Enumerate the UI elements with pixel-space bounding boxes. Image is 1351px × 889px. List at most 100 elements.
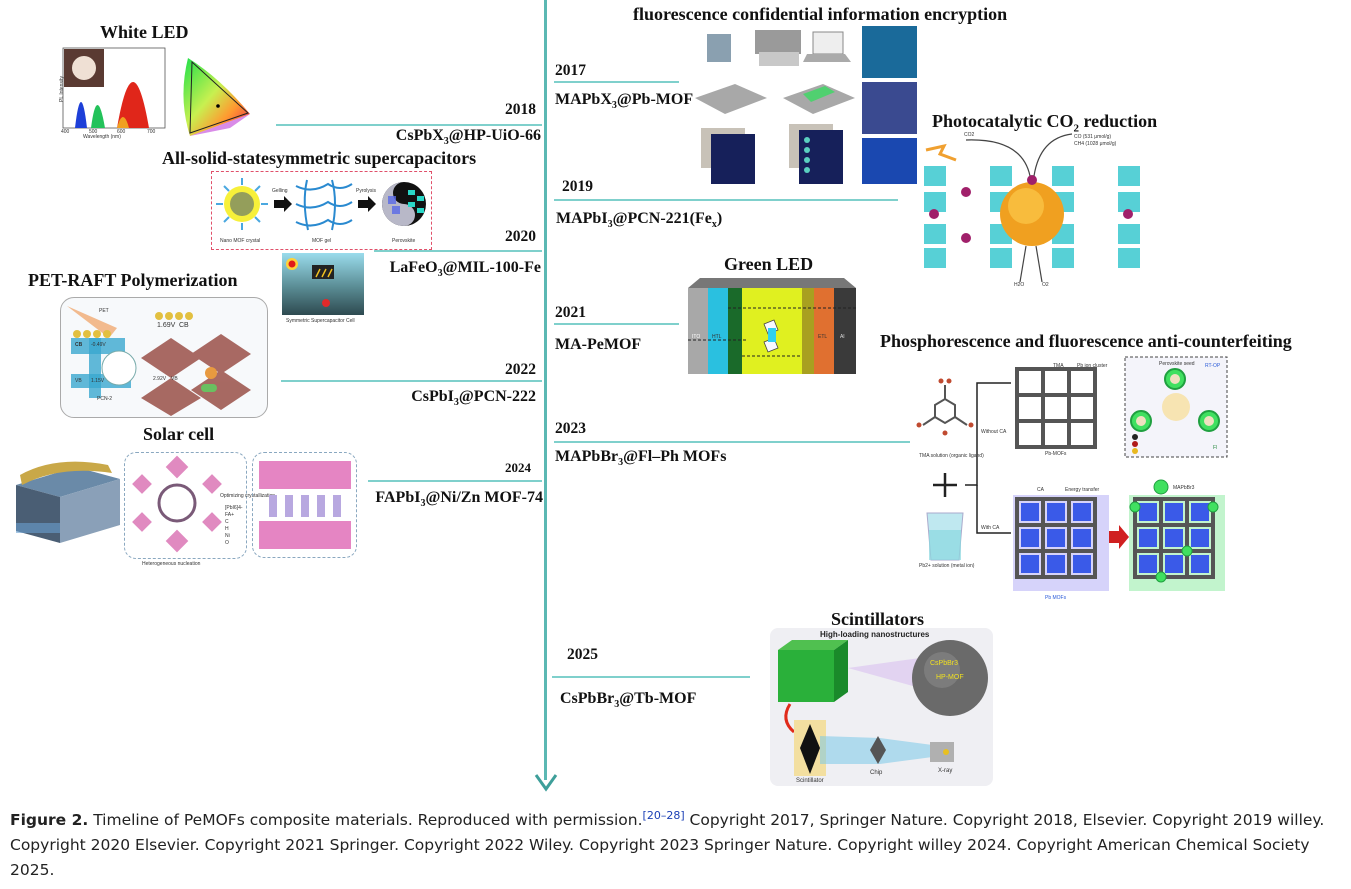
green-led-panel: ITO HTL ETL Al [688, 276, 856, 374]
app-title-supercapacitors: All-solid-statesymmetric supercapacitors [162, 148, 477, 168]
pl-xtick-2: 600 [117, 129, 126, 135]
solar-legend-item: O [225, 540, 229, 546]
supercap-step-pyrolysis: Pyrolysis [356, 188, 377, 194]
ac-label-pb-mofs-ca: Pb MOFs [1045, 595, 1067, 601]
pet-raft-label-292v: 2.92V [153, 376, 167, 382]
solar-label-nucleation: Heterogeneous nucleation [142, 561, 201, 567]
green-led-label-etl: ETL [818, 334, 828, 340]
pet-raft-label-169v: 1.69V [157, 322, 176, 329]
branch-line-2020 [374, 250, 542, 252]
green-led-label-al: Al [840, 334, 845, 340]
citation-link[interactable]: [20–28] [642, 808, 685, 822]
year-2025: 2025 [567, 646, 598, 663]
app-title-scintillators: Scintillators [831, 609, 924, 629]
supercap-cell-photo [282, 253, 364, 315]
branch-line-2022 [281, 380, 542, 382]
branch-line-2018 [276, 124, 542, 126]
ac-label-pb-cluster: Pb ion cluster [1077, 363, 1108, 369]
co2-label-co2: CO2 [964, 132, 975, 138]
supercap-scheme-panel: Nano MOF crystal MOF gel Perovskite Gell… [211, 171, 432, 250]
branch-line-2017 [554, 81, 679, 83]
material-2019: MAPbI3@PCN-221(Fex) [556, 210, 723, 231]
pet-raft-label-vb-right: VB [171, 376, 178, 382]
app-title-co2-reduction: Photocatalytic CO2 reduction [932, 111, 1158, 135]
ac-label-without-ca: Without CA [981, 429, 1007, 435]
co2-label-ch4: CH4 (1028 μmol/g) [1074, 141, 1117, 147]
pet-raft-panel: PET CB -0.49V 1.69V CB VB 1.15V 2.92V VB… [60, 297, 268, 418]
pl-ylabel: PL Intensity [58, 76, 65, 102]
green-led-label-htl: HTL [712, 334, 722, 340]
year-2023: 2023 [555, 420, 586, 437]
pl-xlabel: Wavelength (nm) [83, 134, 121, 140]
white-led-spectrum-panel: PL Intensity Wavelength (nm) 400 500 600… [55, 46, 167, 142]
scint-label-cspbbr3: CsPbBr3 [930, 660, 959, 667]
year-2018: 2018 [505, 101, 536, 118]
supercap-label-perovskite: Perovskite [392, 238, 416, 244]
scint-label-xray: X-ray [938, 768, 953, 774]
ac-label-energy-transfer: Energy transfer [1065, 487, 1100, 493]
ac-label-tma: TMA [1053, 363, 1064, 369]
year-2024: 2024 [505, 460, 531, 475]
year-2022: 2022 [505, 361, 536, 378]
app-title-anticounterfeiting: Phosphorescence and fluorescence anti-co… [880, 331, 1292, 351]
material-2022: CsPbI3@PCN-222 [411, 388, 536, 409]
material-2021: MA-PeMOF [555, 336, 642, 353]
year-2019: 2019 [562, 178, 593, 195]
pl-xtick-0: 400 [61, 129, 70, 135]
ac-label-fl: Fl [1213, 445, 1218, 451]
pl-xtick-3: 700 [147, 129, 156, 135]
encryption-scheme-panel [695, 26, 855, 184]
pl-spectrum-chart [62, 47, 166, 129]
anticounterfeit-panel: TMA Pb ion cluster Without CA With CA CA… [905, 355, 1230, 610]
supercap-label-mof-gel: MOF gel [312, 238, 332, 244]
co2-label-h2o: H2O [1014, 282, 1025, 288]
scint-label-chip: Chip [870, 770, 883, 776]
pet-raft-label-cb-right: CB [179, 322, 189, 329]
branch-line-2024 [368, 480, 542, 482]
solar-legend-item: FA+ [225, 512, 235, 518]
supercap-cell-label: Symmetric Supercapacitor Cell [286, 318, 355, 324]
solar-legend-item: C [225, 519, 229, 525]
app-title-solar-cell: Solar cell [143, 424, 215, 444]
material-2024: FAPbI3@Ni/Zn MOF-74 [375, 489, 543, 510]
ac-label-mapbbr3: MAPbBr3 [1173, 485, 1195, 491]
timeline-arrow-icon [534, 774, 558, 792]
figure-label: Figure 2. [10, 811, 89, 829]
pet-raft-label-cb-left: CB [75, 342, 83, 348]
scint-header: High-loading nanostructures [820, 630, 930, 639]
pl-xtick-1: 500 [89, 129, 98, 135]
app-title-pet-raft: PET-RAFT Polymerization [28, 270, 238, 290]
encryption-butterfly-image [862, 82, 917, 134]
solar-crystal-panel [252, 452, 357, 558]
ac-label-rt-op: RT-OP [1205, 363, 1221, 369]
encryption-images [862, 26, 917, 184]
supercap-label-nano-mof: Nano MOF crystal [220, 238, 261, 244]
co2-label-o2: O2 [1042, 282, 1049, 288]
branch-line-2025 [552, 676, 750, 678]
year-2020: 2020 [505, 228, 536, 245]
caption-text-2: Copyright 2017, Springer Nature. Copyrig… [10, 811, 1325, 879]
branch-line-2023 [554, 441, 910, 443]
solar-device-panel [16, 455, 120, 547]
ac-label-tma-solution: TMA solution (organic ligand) [919, 453, 984, 459]
cie-diagram [170, 48, 262, 144]
scint-label-scintillator: Scintillator [796, 778, 824, 784]
pet-raft-label-049v: -0.49V [91, 342, 106, 348]
pet-raft-label-vb-left: VB [75, 378, 82, 384]
caption-text-1: Timeline of PeMOFs composite materials. … [88, 811, 643, 829]
solar-legend-item: H [225, 526, 229, 532]
year-2017: 2017 [555, 62, 586, 79]
encryption-grid-image [862, 26, 917, 78]
encryption-text-image [862, 138, 917, 184]
app-title-green-led: Green LED [724, 254, 814, 274]
ac-label-pb-solution: Pb2+ solution (metal ion) [919, 563, 975, 569]
material-2020: LaFeO3@MIL-100-Fe [389, 259, 541, 280]
solar-label-optimizing: Optimizing crystallization [220, 493, 276, 499]
pet-raft-label-115v: 1.15V [91, 378, 105, 384]
pet-raft-label-pet: PET [99, 308, 109, 314]
co2-label-co: CO (531 μmol/g) [1074, 134, 1112, 140]
figure-caption: Figure 2. Timeline of PeMOFs composite m… [10, 808, 1340, 883]
timeline-axis [544, 0, 547, 780]
co2-reduction-panel: CO2 CO (531 μmol/g) CH4 (1028 μmol/g) H2… [922, 130, 1142, 290]
material-2018: CsPbX3@HP-UiO-66 [395, 127, 541, 148]
